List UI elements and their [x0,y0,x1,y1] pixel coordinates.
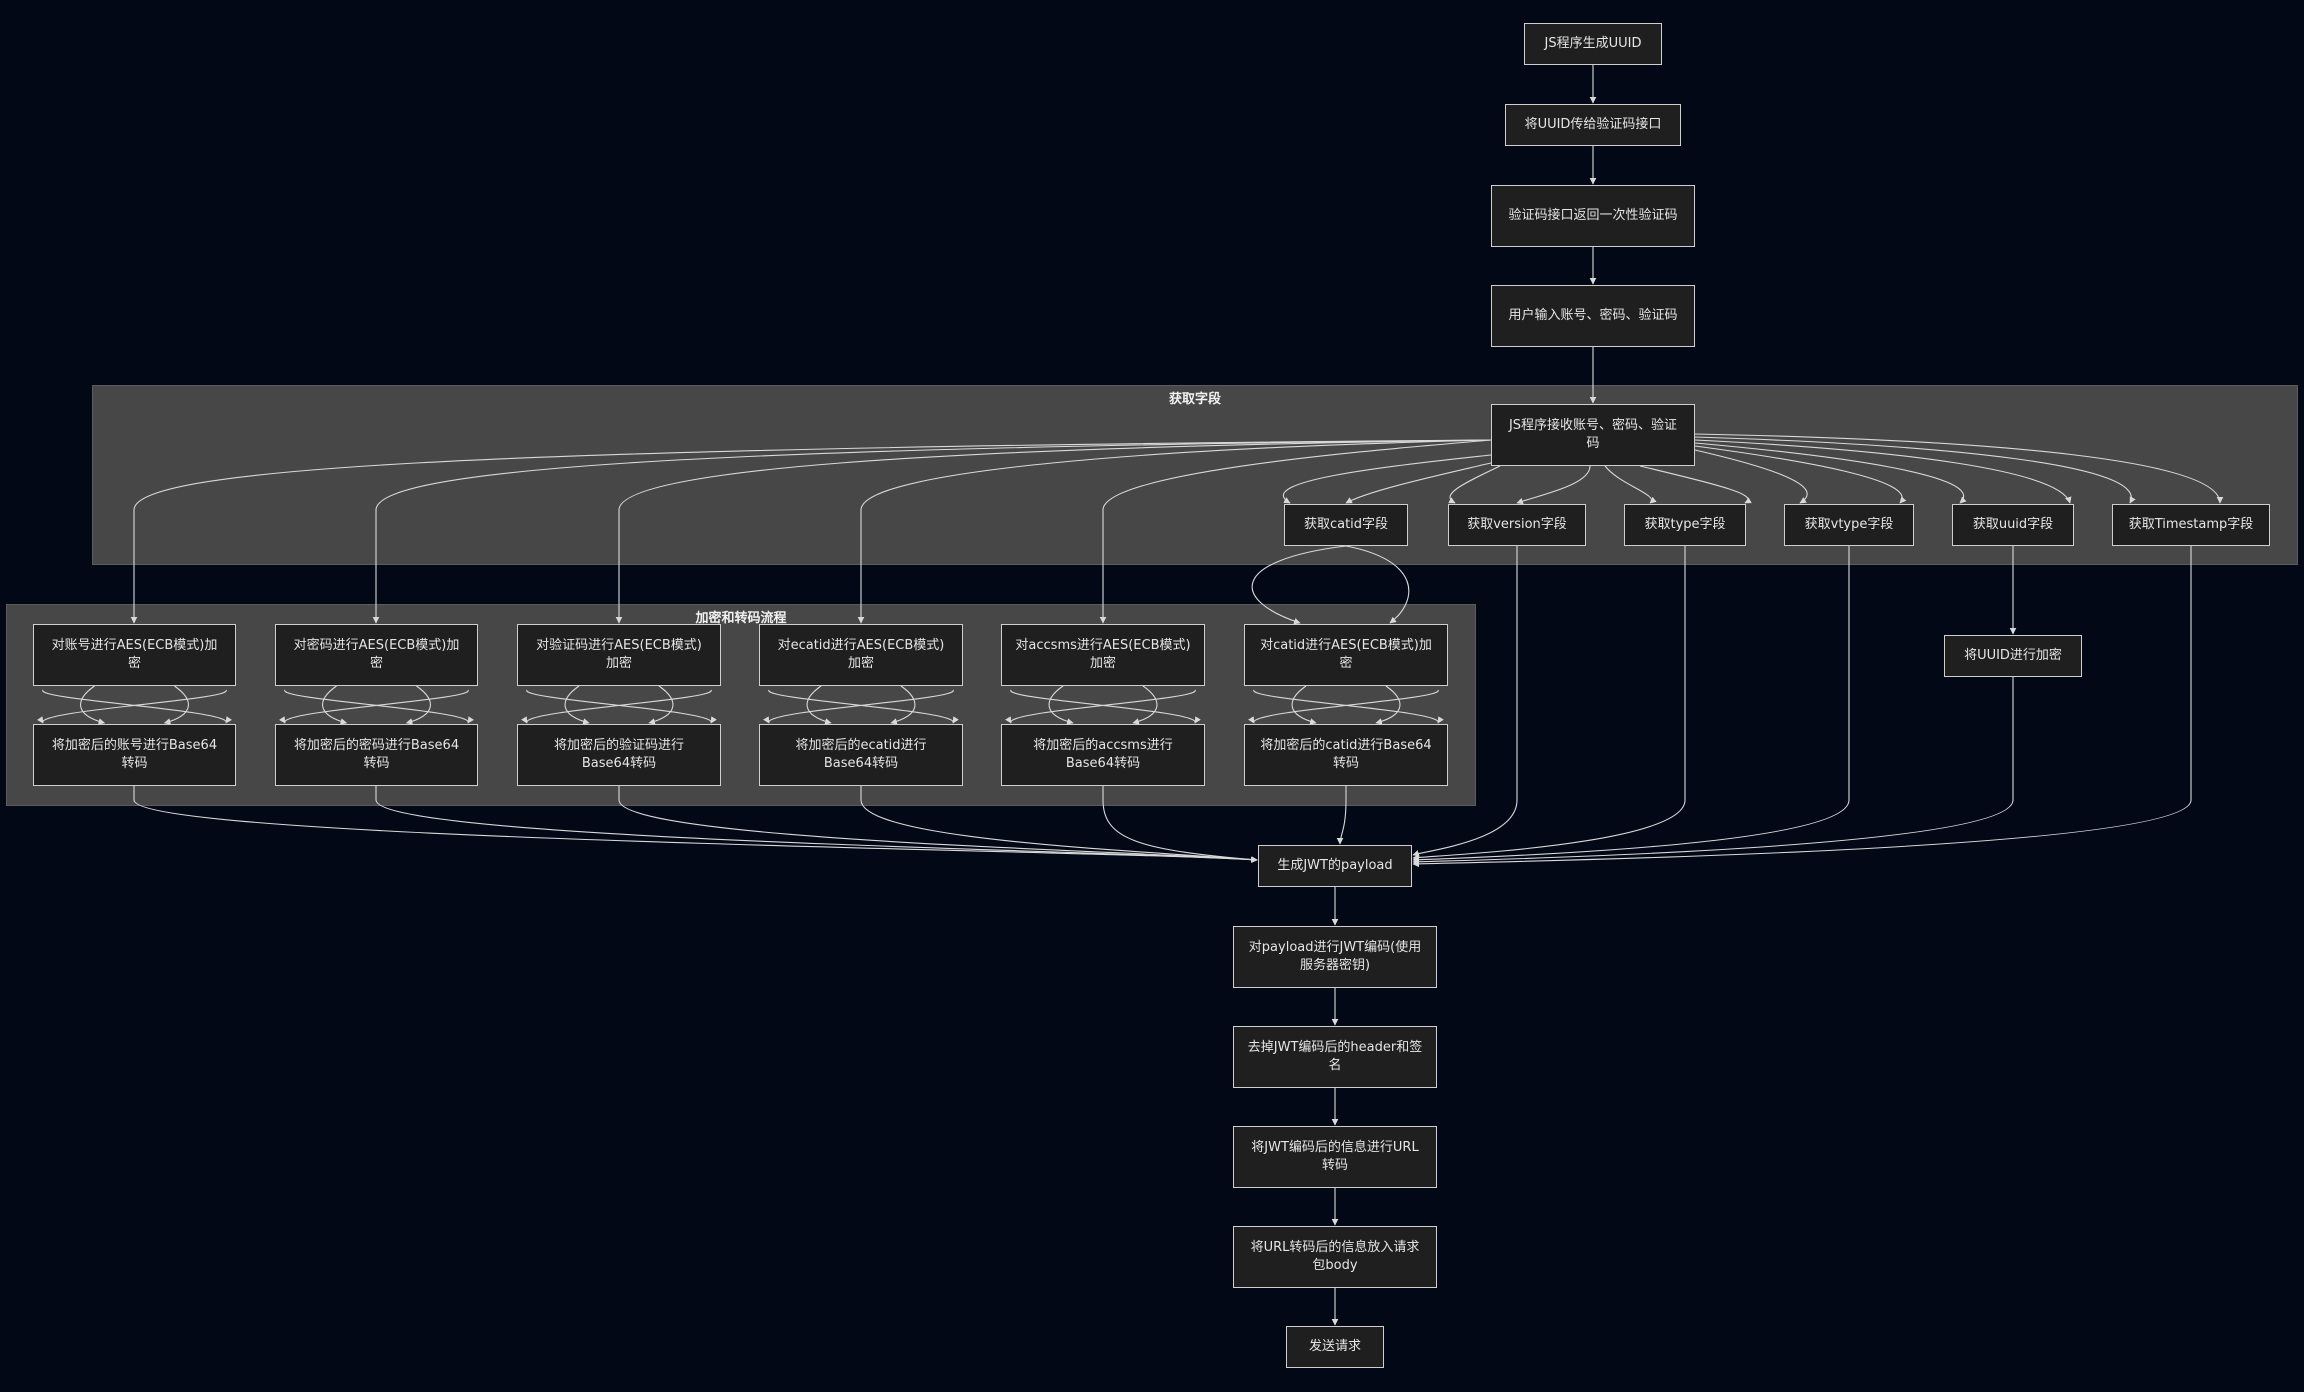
edge-33 [526,689,717,724]
node-js-receive: JS程序接收账号、密码、验证码 [1491,404,1695,466]
edge-45 [1253,689,1444,724]
edge-52 [1336,786,1347,845]
edge-17 [1694,449,1808,504]
subgraph-encrypt-encode-title: 加密和转码流程 [695,611,787,626]
edge-23 [80,685,106,725]
edge-28 [405,685,431,725]
edge-43 [1291,685,1317,725]
edge-8 [1099,439,1492,624]
node-get-vtype: 获取vtype字段 [1784,504,1914,546]
edge-29 [284,689,474,724]
node-get-type: 获取type字段 [1624,504,1746,546]
edge-47 [133,786,1258,863]
edge-21 [1694,436,2136,504]
edge-32 [648,685,674,725]
edge-38 [763,689,954,724]
node-get-uuid: 获取uuid字段 [1952,504,2074,546]
edge-36 [890,685,916,725]
edge-48 [375,786,1258,863]
node-captcha-return: 验证码接口返回一次性验证码 [1491,185,1695,247]
edge-30 [279,689,469,724]
edge-24 [163,685,189,725]
node-encrypt-uuid: 将UUID进行加密 [1944,635,2082,677]
subgraph-fetch-fields: 获取字段 [92,385,2298,565]
edge-44 [1375,685,1401,725]
edge-46 [1248,689,1439,724]
edge-51 [1102,786,1258,863]
edge-42 [1005,689,1196,724]
edge-26 [37,689,227,724]
edge-54 [1412,546,1686,861]
edge-50 [860,786,1258,863]
node-strip-header: 去掉JWT编码后的header和签名 [1233,1026,1437,1088]
edge-27 [322,685,348,725]
edge-31 [564,685,590,725]
node-base64-ecatid: 将加密后的ecatid进行Base64转码 [759,724,963,786]
edge-41 [1010,689,1201,724]
node-generate-payload: 生成JWT的payload [1258,845,1412,887]
edge-35 [806,685,832,725]
node-jwt-encode: 对payload进行JWT编码(使用服务器密钥) [1233,926,1437,988]
edge-14 [1516,465,1591,505]
edge-58 [1412,546,2192,868]
node-send-uuid: 将UUID传给验证码接口 [1505,104,1681,146]
edge-5 [372,439,1492,624]
node-encrypt-ecatid: 对ecatid进行AES(ECB模式)加密 [759,624,963,686]
edge-39 [1048,685,1074,725]
edge-15 [1604,465,1657,504]
edge-18 [1694,445,1907,504]
edge-34 [521,689,712,724]
subgraph-encrypt-encode: 加密和转码流程 [6,604,1476,806]
node-send-request: 发送请求 [1286,1326,1384,1368]
subgraph-fetch-fields-title: 获取字段 [1168,392,1221,407]
node-base64-account: 将加密后的账号进行Base64转码 [33,724,236,786]
node-base64-catid: 将加密后的catid进行Base64转码 [1244,724,1448,786]
node-encrypt-catid: 对catid进行AES(ECB模式)加密 [1244,624,1448,686]
node-put-body: 将URL转码后的信息放入请求包body [1233,1226,1437,1288]
edge-7 [857,439,1492,624]
edge-37 [768,689,959,724]
edge-49 [618,786,1258,863]
node-generate-uuid: JS程序生成UUID [1524,23,1662,65]
node-base64-captcha: 将加密后的验证码进行Base64转码 [517,724,721,786]
node-encrypt-account: 对账号进行AES(ECB模式)加密 [33,624,236,686]
edge-19 [1694,442,1967,504]
node-encrypt-accsms: 对accsms进行AES(ECB模式)加密 [1001,624,1205,686]
edge-57 [1412,677,2014,866]
node-get-version: 获取version字段 [1448,504,1586,546]
edge-55 [1412,546,1850,863]
node-base64-password: 将加密后的密码进行Base64转码 [275,724,478,786]
node-encrypt-password: 对密码进行AES(ECB模式)加密 [275,624,478,686]
edge-4 [130,439,1492,624]
node-get-catid: 获取catid字段 [1284,504,1408,546]
edge-11 [1282,454,1492,504]
edge-9 [1251,545,1347,625]
node-encrypt-captcha: 对验证码进行AES(ECB模式)加密 [517,624,721,686]
node-url-encode: 将JWT编码后的信息进行URL转码 [1233,1126,1437,1188]
edge-22 [1694,433,2224,504]
edge-13 [1448,465,1501,504]
edge-10 [1345,545,1410,624]
node-user-input: 用户输入账号、密码、验证码 [1491,285,1695,347]
edge-20 [1694,439,2072,504]
node-base64-accsms: 将加密后的accsms进行Base64转码 [1001,724,1205,786]
edge-53 [1412,546,1518,857]
edge-40 [1132,685,1158,725]
edge-6 [615,439,1492,624]
edge-25 [42,689,232,724]
node-get-timestamp: 获取Timestamp字段 [2112,504,2270,546]
edge-16 [1639,465,1752,504]
edge-12 [1345,461,1496,504]
